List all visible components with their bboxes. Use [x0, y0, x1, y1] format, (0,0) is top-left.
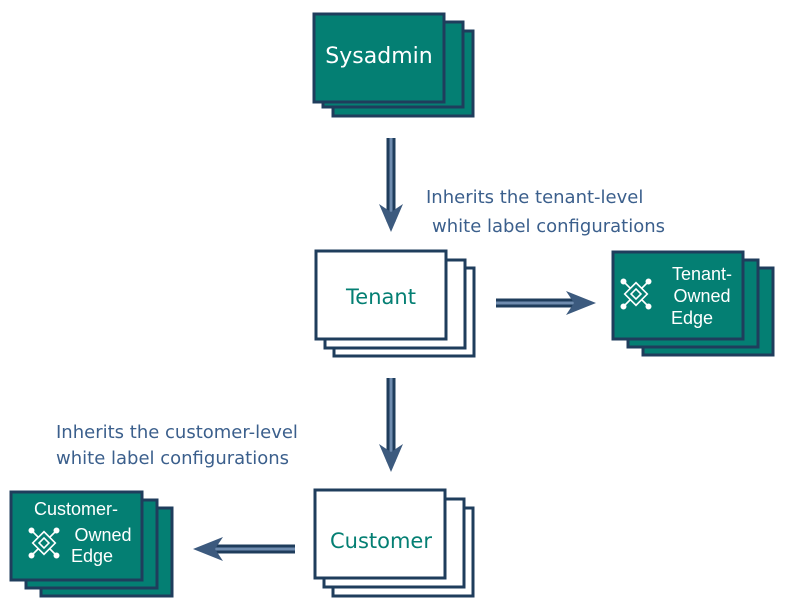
sysadmin-box: Sysadmin: [312, 12, 475, 118]
customer-edge-label-line2: Owned: [74, 525, 131, 545]
customer-inherits-line1: Inherits the customer-level: [56, 422, 298, 443]
arrow-tenant-to-tenant-edge: [496, 291, 596, 315]
tenant-box: Tenant: [314, 249, 476, 358]
customer-edge-label-line3: Edge: [71, 546, 113, 566]
chip-icon: [620, 278, 652, 310]
customer-label: Customer: [330, 529, 432, 553]
sysadmin-label: Sysadmin: [325, 44, 432, 69]
tenant-inherits-line2: white label configurations: [432, 216, 665, 237]
tenant-edge-label-line2: Owned: [673, 286, 730, 306]
tenant-inherits-line1: Inherits the tenant-level: [426, 187, 643, 208]
tenant-owned-edge-box: Tenant- Owned Edge: [611, 250, 775, 357]
customer-inherits-note: Inherits the customer-level white label …: [56, 422, 298, 469]
tenant-edge-label-line1: Tenant-: [672, 264, 732, 284]
customer-owned-edge-box: Customer- Owned Edge: [9, 490, 174, 598]
arrow-tenant-to-customer: [379, 378, 403, 472]
customer-edge-label-line1: Customer-: [34, 499, 118, 519]
tenant-label: Tenant: [345, 285, 416, 309]
customer-inherits-line2: white label configurations: [56, 448, 289, 469]
tenant-edge-label-line3: Edge: [671, 308, 713, 328]
tenant-inherits-note: Inherits the tenant-level white label co…: [426, 187, 665, 237]
arrow-sysadmin-to-tenant: [379, 138, 403, 232]
chip-icon: [28, 527, 60, 559]
customer-box: Customer: [313, 488, 475, 598]
arrow-customer-to-customer-edge: [193, 537, 295, 561]
